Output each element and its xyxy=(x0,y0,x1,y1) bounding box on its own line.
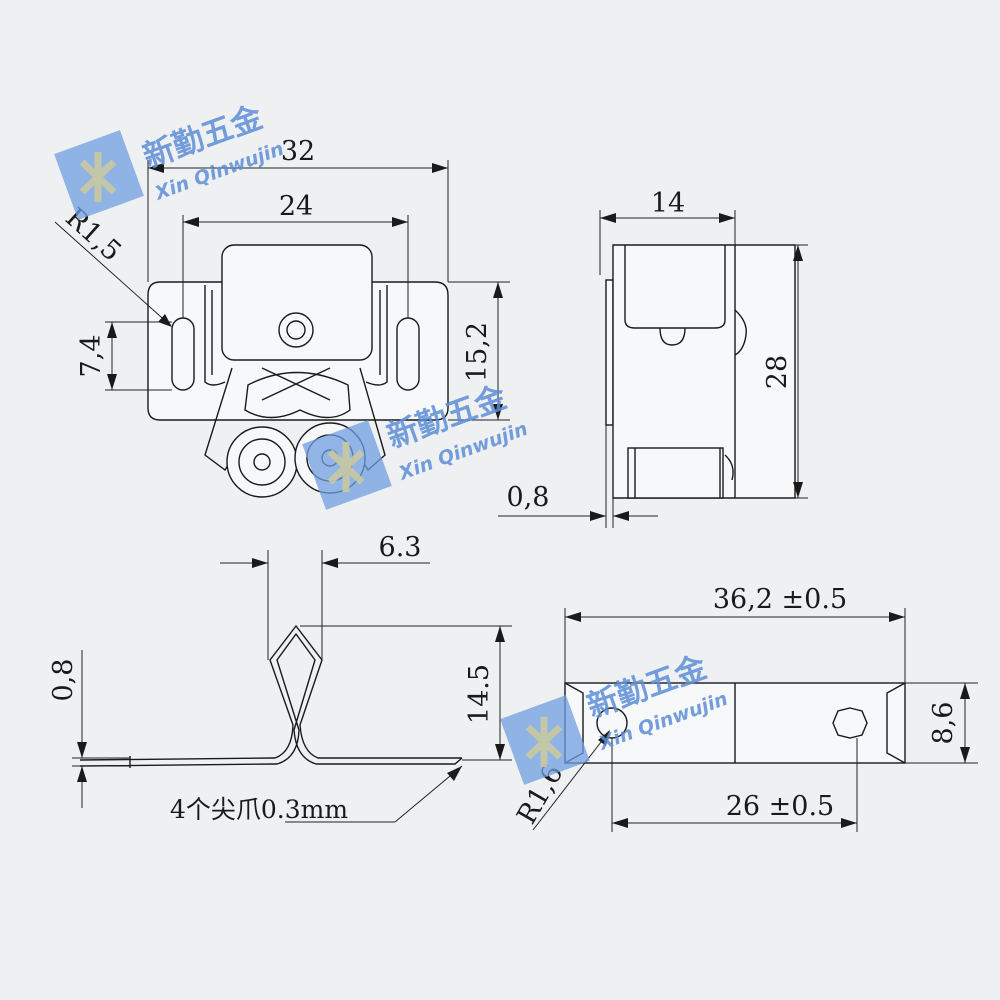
dim-side-thickness: 0,8 xyxy=(507,482,550,513)
dim-side-width: 14 xyxy=(651,188,685,219)
dim-plate-width: 8,6 xyxy=(928,702,959,745)
dim-height: 15,2 xyxy=(462,322,493,382)
front-housing xyxy=(221,244,373,361)
dim-side-height: 28 xyxy=(762,355,793,389)
dim-slot-length: 7,4 xyxy=(76,335,107,378)
spring-profile xyxy=(79,624,462,761)
spring-view: 6.3 14.5 0,8 4个尖爪0.3mm xyxy=(48,532,512,824)
dim-hole-spacing: 26 ±0.5 xyxy=(726,791,835,822)
right-hole xyxy=(832,707,868,739)
watermark-top: 新勤五金 Xin Qinwujin xyxy=(54,99,287,220)
dim-slot-spacing: 24 xyxy=(279,191,313,222)
dim-spring-thickness: 0,8 xyxy=(48,659,79,702)
dim-plate-length: 36,2 ±0.5 xyxy=(713,584,847,615)
dim-spring-height: 14.5 xyxy=(464,664,495,724)
side-view: 14 28 0,8 xyxy=(498,188,808,528)
strike-plate-view: 36,2 ±0.5 26 ±0.5 8,6 R1,6 xyxy=(511,584,978,832)
spring-claw-note: 4个尖爪0.3mm xyxy=(170,795,348,824)
watermark-bottom: 新勤五金 Xin Qinwujin xyxy=(500,649,731,785)
xq-logo-icon xyxy=(54,130,144,220)
left-roller xyxy=(226,426,298,498)
dim-overall-width: 32 xyxy=(281,136,315,167)
dim-spring-gap: 6.3 xyxy=(379,532,422,563)
side-plate xyxy=(605,279,614,426)
